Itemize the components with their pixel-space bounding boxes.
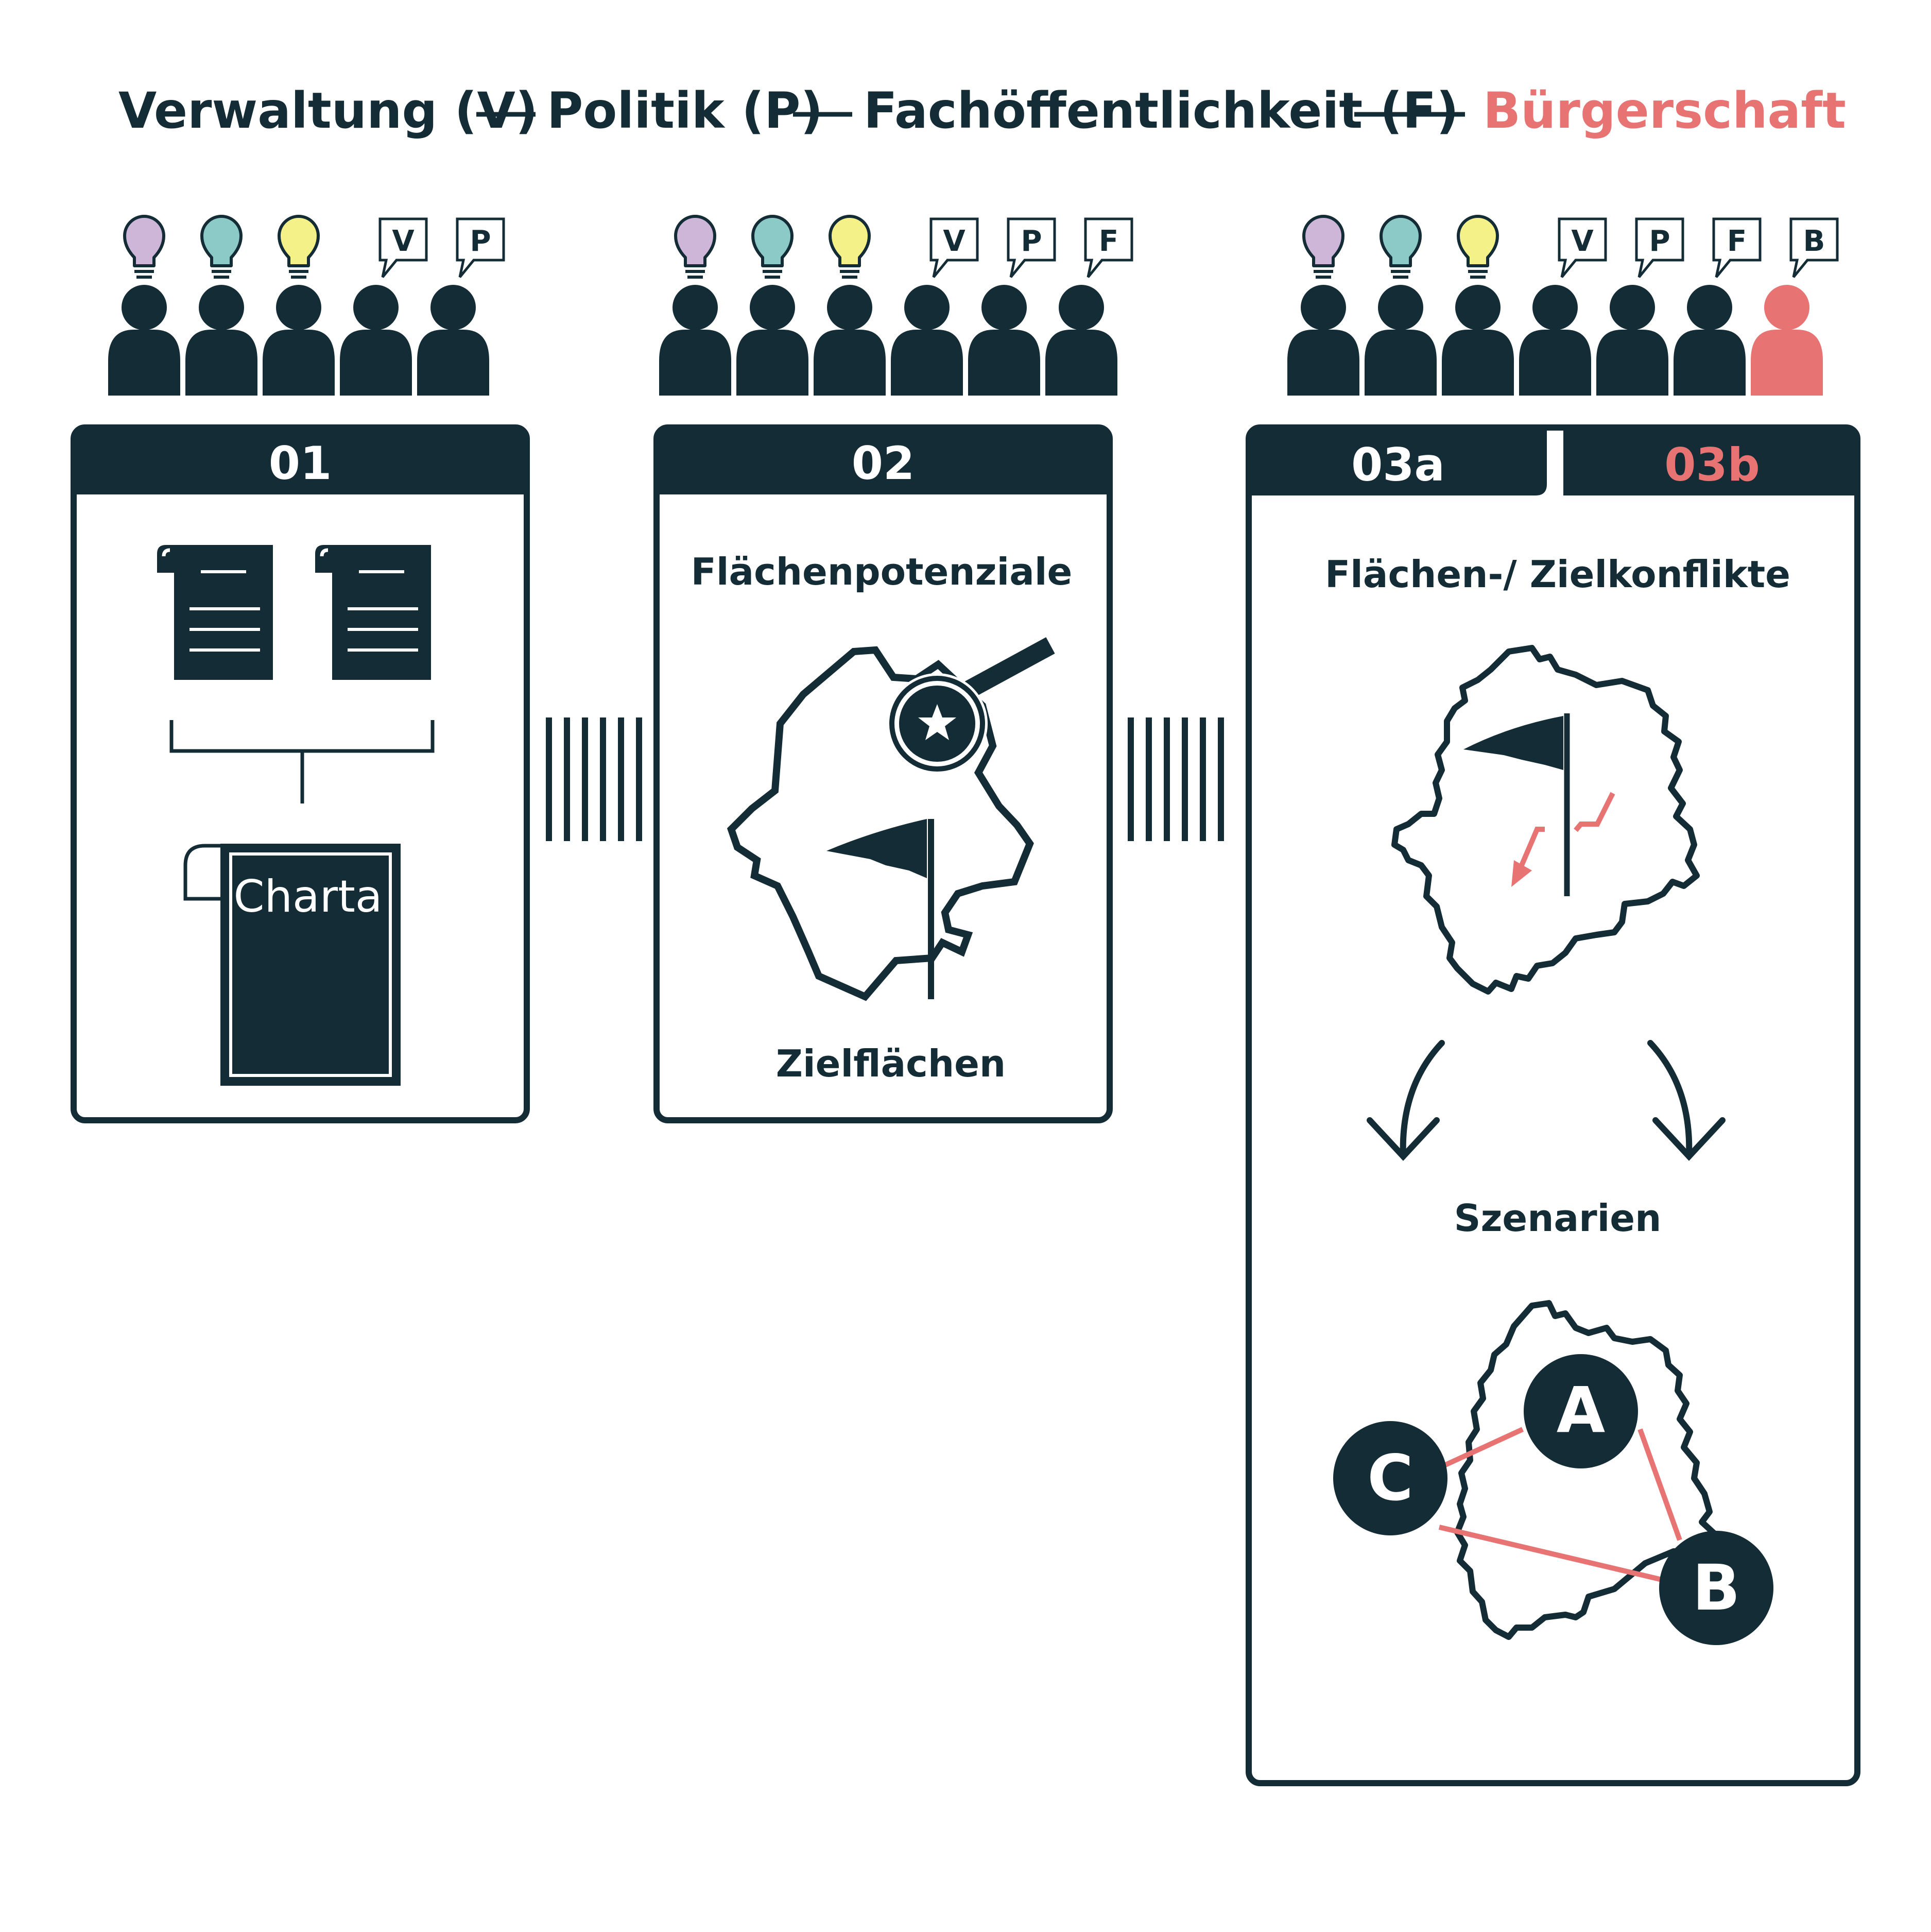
person-icon (736, 285, 808, 396)
speech-bubble-label: P (470, 225, 491, 258)
person-icon (968, 285, 1040, 396)
speech-bubble-f: F (1084, 217, 1133, 278)
step-connector-01-02 (546, 717, 642, 841)
legend-fach: Fachöffentlichkeit (F) (864, 82, 1459, 140)
person-icon (1365, 285, 1437, 396)
person-icon (1674, 285, 1746, 396)
lightbulb-icon (1457, 215, 1499, 279)
person-icon (1045, 285, 1117, 396)
step-03b-header (1563, 428, 1857, 495)
magnifier-icon (887, 637, 1055, 774)
lightbulb-icon (674, 215, 716, 279)
zielflaechen-label: Zielflächen (776, 1042, 1006, 1085)
person-icon (1519, 285, 1591, 396)
speech-bubble-label: V (392, 225, 415, 258)
scenario-b-node: B (1659, 1531, 1773, 1645)
charta-label: Charta (233, 871, 382, 922)
flag-icon (826, 819, 934, 999)
lightbulb-icon (1380, 215, 1422, 279)
scenario-arrow-right-icon (1647, 1040, 1726, 1161)
flaechenpotenziale-label: Flächenpotenziale (691, 550, 1073, 593)
person-icon (1596, 285, 1668, 396)
scenario-b-label: B (1693, 1551, 1740, 1625)
merge-bracket (169, 720, 435, 803)
person-icon (340, 285, 412, 396)
legend-verwaltung: Verwaltung (V) (118, 82, 538, 140)
step-03-box: 03a 03b Flächen-/ Zielkonflikte Szenarie… (1246, 424, 1860, 1786)
flag-icon (1463, 713, 1570, 896)
region-outline-icon (1391, 645, 1700, 995)
speech-bubble-label: F (1727, 225, 1747, 258)
step-03a-number: 03a (1351, 438, 1445, 491)
speech-bubble-b: B (1789, 217, 1839, 278)
scenario-a-label: A (1557, 1374, 1605, 1447)
conflict-arrow-icon (1511, 792, 1615, 887)
step-03a-header (1249, 428, 1547, 495)
speech-bubble-f: F (1712, 217, 1762, 278)
scenario-arrow-left-icon (1367, 1040, 1445, 1161)
document-icon (157, 545, 273, 680)
document-icon (315, 545, 431, 680)
region-outline-icon (1454, 1300, 1718, 1640)
scenario-c-label: C (1367, 1442, 1413, 1515)
speech-bubble-label: P (1649, 225, 1670, 258)
scenario-c-node: C (1333, 1421, 1447, 1535)
person-icon (108, 285, 180, 396)
person-icon (814, 285, 886, 396)
lightbulb-icon (751, 215, 794, 279)
lightbulb-icon (123, 215, 165, 279)
person-icon (185, 285, 257, 396)
legend: Verwaltung (V) Politik (P) Fachöffentlic… (118, 82, 1846, 140)
speech-bubble-label: B (1803, 225, 1825, 258)
zielkonflikte-label: Flächen-/ Zielkonflikte (1325, 553, 1790, 596)
step-01-number: 01 (269, 437, 332, 490)
step-connector-02-03 (1128, 717, 1224, 841)
speech-bubble-p: P (1635, 217, 1684, 278)
speech-bubble-label: V (1571, 225, 1594, 258)
step-01-header (74, 428, 527, 494)
person-icon (417, 285, 489, 396)
lightbulb-icon (829, 215, 871, 279)
szenarien-label: Szenarien (1454, 1196, 1662, 1240)
step-02-number: 02 (852, 437, 915, 490)
speech-bubble-v: V (1558, 217, 1607, 278)
person-icon (659, 285, 731, 396)
person-icon (1287, 285, 1359, 396)
step-01-box: 01 Charta (71, 424, 530, 1123)
lightbulb-icon (278, 215, 320, 279)
speech-bubble-v: V (929, 217, 979, 278)
speech-bubble-label: F (1099, 225, 1118, 258)
citizen-person-icon (1751, 285, 1823, 396)
step-02-box: 02 Flächenpotenziale Zielflächen (653, 424, 1113, 1123)
region-outline-icon (727, 646, 1034, 1001)
step-02-header (657, 428, 1110, 494)
step-03b-number: 03b (1664, 438, 1760, 491)
speech-bubble-p: P (1007, 217, 1056, 278)
speech-bubble-p: P (456, 217, 505, 278)
speech-bubble-label: V (943, 225, 966, 258)
speech-bubble-label: P (1021, 225, 1042, 258)
legend-buergerschaft: Bürgerschaft (1483, 82, 1846, 140)
scenario-a-node: A (1524, 1354, 1638, 1468)
person-icon (1442, 285, 1514, 396)
charta-document-icon (183, 844, 401, 1086)
person-icon (891, 285, 963, 396)
person-icon (263, 285, 335, 396)
lightbulb-icon (200, 215, 243, 279)
lightbulb-icon (1302, 215, 1344, 279)
step-02-frame (653, 424, 1113, 1123)
speech-bubble-v: V (378, 217, 428, 278)
legend-politik: Politik (P) (547, 82, 823, 140)
star-icon (918, 704, 956, 740)
scenario-connections (1438, 1427, 1682, 1584)
